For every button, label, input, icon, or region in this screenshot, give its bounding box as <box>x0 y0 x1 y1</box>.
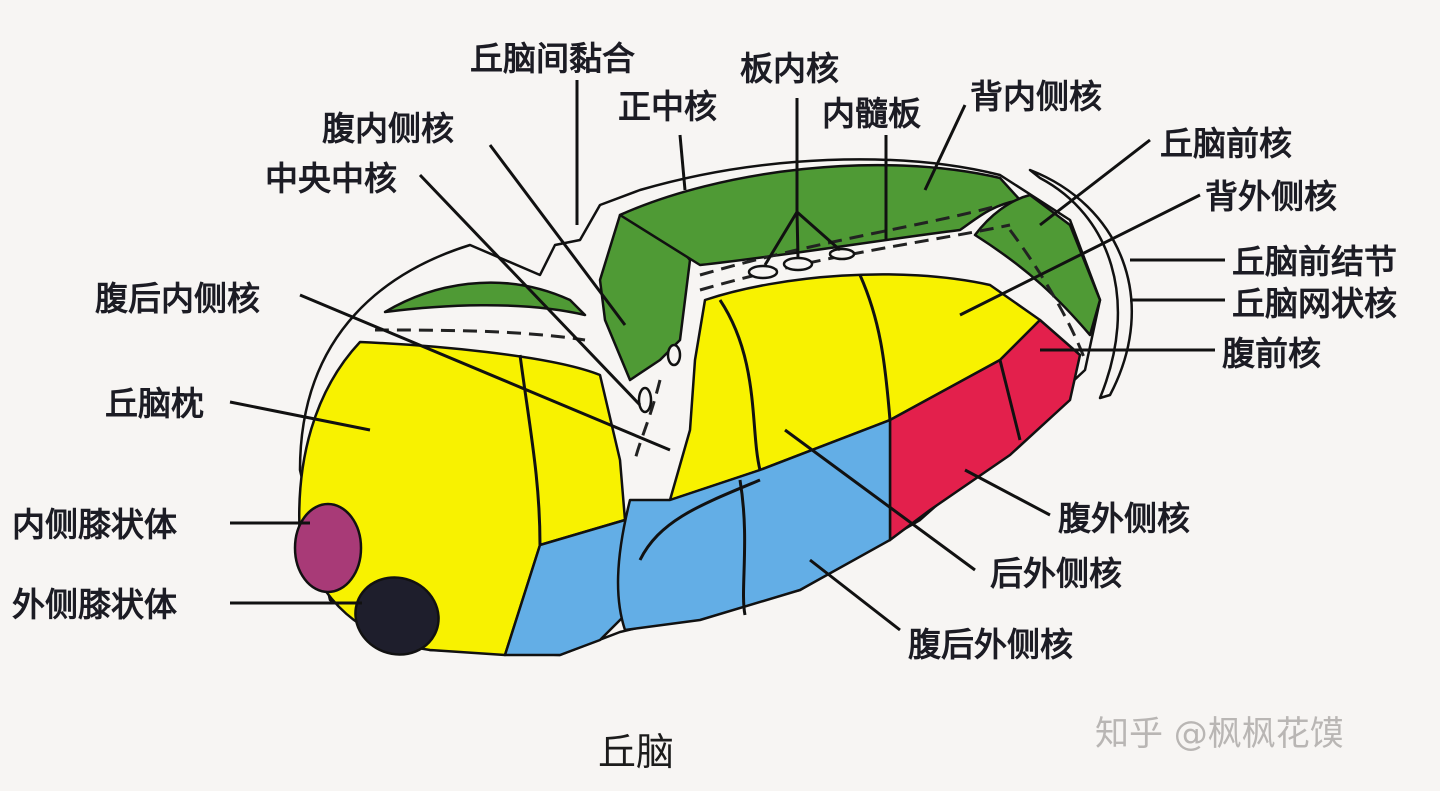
label-reticular-nucleus: 丘脑网状核 <box>1232 284 1397 323</box>
label-lateral-dorsal-nucleus: 背外侧核 <box>1205 177 1337 216</box>
label-anterior-nucleus: 丘脑前核 <box>1160 124 1292 163</box>
label-pulvinar: 丘脑枕 <box>105 384 204 423</box>
label-ventromedial-nucleus: 腹内侧核 <box>322 109 454 148</box>
label-centromedian-nucleus: 中央中核 <box>265 159 397 198</box>
label-ventral-anterior-nucleus: 腹前核 <box>1222 334 1321 373</box>
leader-lines <box>229 80 1225 632</box>
label-lateral-geniculate-body: 外侧膝状体 <box>12 585 177 624</box>
label-interthalamic-adhesion: 丘脑间黏合 <box>470 39 635 78</box>
label-ventral-posteromedial-nucleus: 腹后内侧核 <box>95 279 260 318</box>
label-medial-geniculate-body: 内侧膝状体 <box>12 505 177 544</box>
ventral-blue-region <box>616 418 892 632</box>
anterior-tubercle-shape <box>1028 168 1133 400</box>
label-intralaminar-nuclei: 板内核 <box>740 49 839 88</box>
ventral-lateral-red-region <box>888 318 1082 542</box>
figure-caption: 丘脑 <box>598 730 674 774</box>
medial-geniculate-body-shape <box>293 502 363 594</box>
label-ventral-lateral-nucleus: 腹外侧核 <box>1058 499 1190 538</box>
posterior-green-region <box>383 281 587 317</box>
labels: 丘脑间黏合 板内核 正中核 内髓板 背内侧核 腹内侧核 中央中核 丘脑前核 背外… <box>12 39 1397 774</box>
label-internal-medullary-lamina: 内髓板 <box>822 94 921 133</box>
label-ventral-posterolateral-nucleus: 腹后外侧核 <box>908 625 1073 664</box>
watermark: 知乎 @枫枫花馍 <box>1095 714 1344 754</box>
anterior-green-region <box>973 193 1102 337</box>
label-median-nucleus: 正中核 <box>618 87 717 126</box>
mediodorsal-green-region <box>618 163 1022 267</box>
label-mediodorsal-nucleus: 背内侧核 <box>970 77 1102 116</box>
thalamus-illustration <box>293 158 1133 657</box>
label-lateral-posterior-nucleus: 后外侧核 <box>990 554 1122 593</box>
label-anterior-tubercle: 丘脑前结节 <box>1232 242 1397 281</box>
